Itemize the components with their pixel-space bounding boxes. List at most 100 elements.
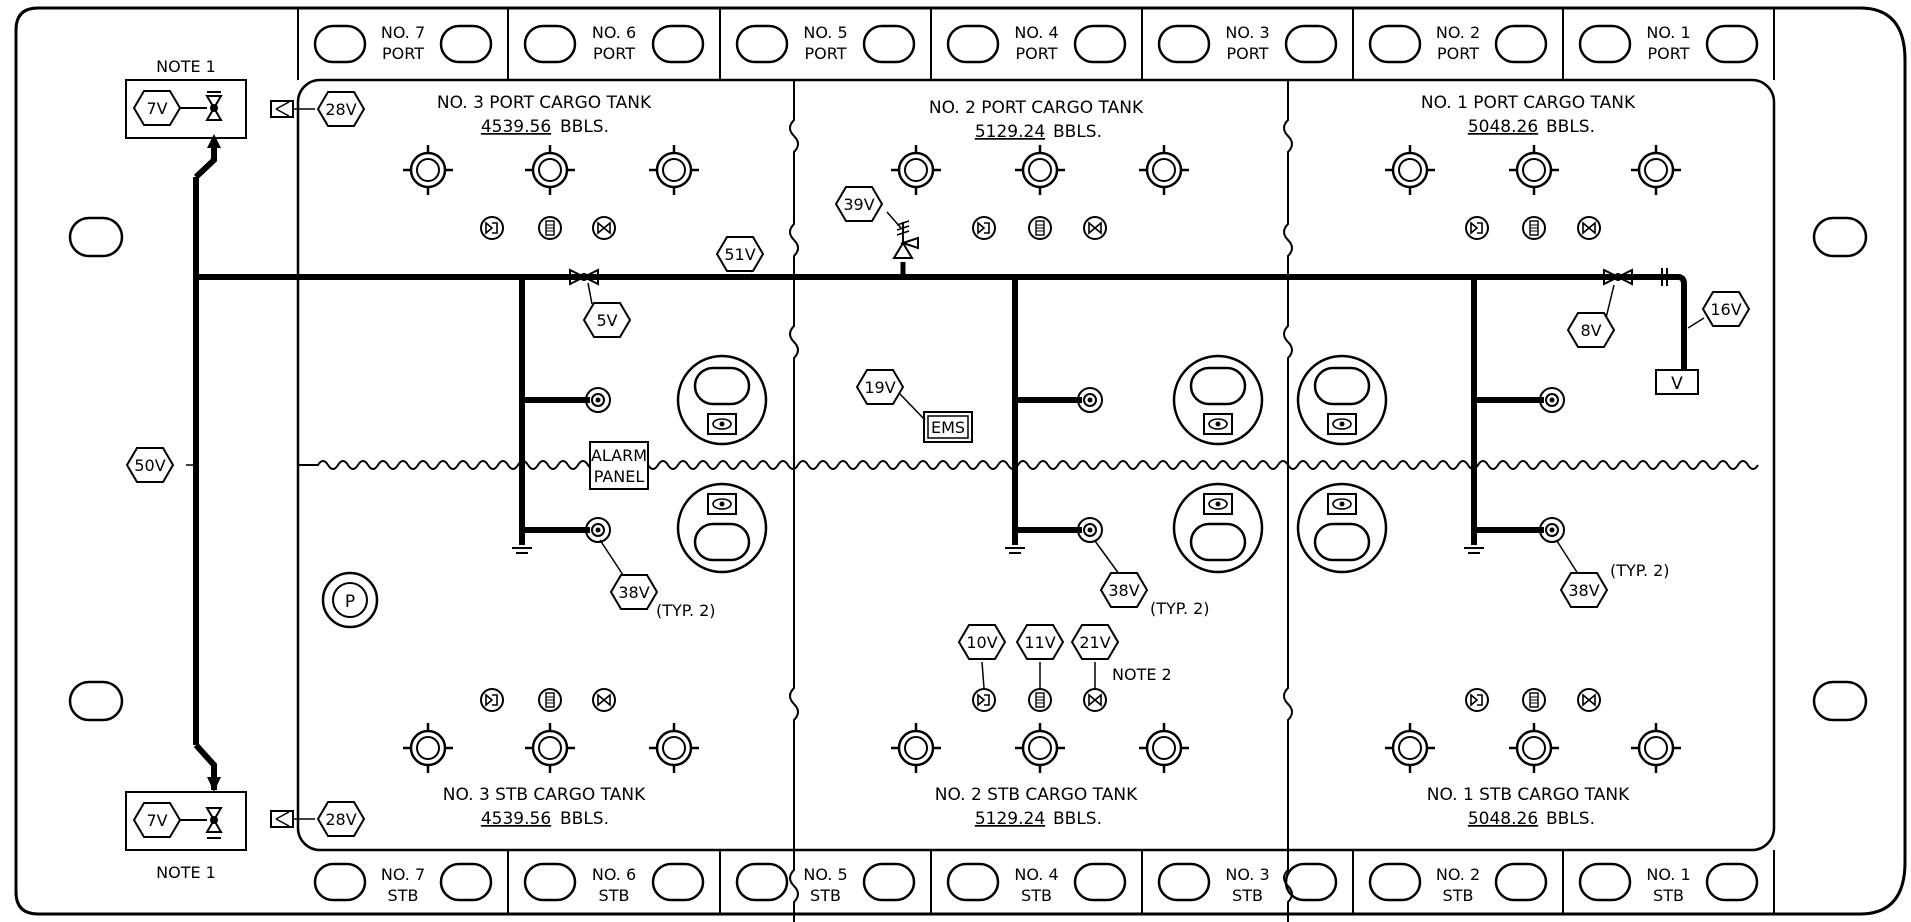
svg-text:BBLS.: BBLS. xyxy=(560,117,609,137)
ems-box: EMS xyxy=(923,411,973,443)
svg-text:5048.26: 5048.26 xyxy=(1468,809,1538,829)
top-bay-number: NO. 1 xyxy=(1646,23,1690,42)
svg-text:5129.24: 5129.24 xyxy=(975,809,1045,829)
bottom-bay-side: STB xyxy=(810,886,841,905)
top-bay-slot xyxy=(1284,24,1338,64)
hatch-row-stb xyxy=(401,721,1683,775)
mount-slot xyxy=(68,680,124,722)
speaker-icon xyxy=(270,810,315,828)
svg-text:BBLS.: BBLS. xyxy=(1053,122,1102,142)
tag-v28-bottom: 28V xyxy=(316,801,366,837)
alarm-panel-box: ALARM PANEL xyxy=(589,441,649,490)
tank-label-port3: NO. 3 PORT CARGO TANK 4539.56 BBLS. xyxy=(437,93,652,137)
bottom-bay-slot xyxy=(1705,862,1759,902)
svg-text:8V: 8V xyxy=(1580,321,1601,340)
mount-slot xyxy=(68,216,124,258)
bottom-bay-slot xyxy=(946,862,1000,902)
top-bay-slot xyxy=(862,24,916,64)
svg-text:5129.24: 5129.24 xyxy=(975,122,1045,142)
bottom-bay-slot xyxy=(862,862,916,902)
bottom-bay-number: NO. 2 xyxy=(1436,865,1480,884)
top-bay-side: PORT xyxy=(1016,44,1058,63)
sensor-row-stb xyxy=(480,688,1601,712)
valve-7v-bottom xyxy=(125,791,247,851)
bottom-bay-slot xyxy=(1494,862,1548,902)
top-bay-number: NO. 7 xyxy=(381,23,425,42)
svg-text:19V: 19V xyxy=(864,378,895,397)
top-bay-slot xyxy=(1368,24,1422,64)
tag-v50: 50V xyxy=(125,447,175,483)
svg-text:10V: 10V xyxy=(966,633,997,652)
svg-text:16V: 16V xyxy=(1710,300,1741,319)
svg-text:7V: 7V xyxy=(146,811,167,830)
svg-text:BBLS.: BBLS. xyxy=(1546,809,1595,829)
sensor-row-port xyxy=(480,216,1601,240)
bottom-bay: NO. 1 STB xyxy=(1578,850,1775,914)
svg-text:7V: 7V xyxy=(146,99,167,118)
centreline-divider xyxy=(298,460,1759,470)
tag-v28-top: 28V xyxy=(316,91,366,127)
bottom-bay-slot xyxy=(1368,862,1422,902)
tank-label-port1: NO. 1 PORT CARGO TANK 5048.26 BBLS. xyxy=(1421,93,1636,137)
bottom-bay-number: NO. 4 xyxy=(1014,865,1058,884)
bottom-bay-number: NO. 3 xyxy=(1225,865,1269,884)
svg-text:NO. 2 STB CARGO TANK: NO. 2 STB CARGO TANK xyxy=(935,785,1138,805)
mount-slot xyxy=(1812,216,1868,258)
bottom-bay: NO. 5 STB xyxy=(735,850,932,914)
vent-box: V xyxy=(1655,369,1699,395)
svg-text:BBLS.: BBLS. xyxy=(560,809,609,829)
top-bay-number: NO. 3 xyxy=(1225,23,1269,42)
top-bay-side: PORT xyxy=(1227,44,1269,63)
svg-text:38V: 38V xyxy=(618,583,649,602)
bottom-bay-side: STB xyxy=(599,886,630,905)
note1-bottom: NOTE 1 xyxy=(156,863,216,882)
mount-slot xyxy=(1812,680,1868,722)
svg-text:5048.26: 5048.26 xyxy=(1468,117,1538,137)
valve-7v-top xyxy=(125,79,247,139)
top-bay-slot xyxy=(1157,24,1211,64)
tag-v8: 8V xyxy=(1566,312,1616,348)
svg-text:BBLS.: BBLS. xyxy=(1546,117,1595,137)
tag-v38-a: 38V xyxy=(609,574,659,610)
valve-5v xyxy=(569,268,599,286)
tag-v5: 5V xyxy=(582,302,632,338)
tank-divider xyxy=(1283,80,1293,922)
bottom-bay-number: NO. 1 xyxy=(1646,865,1690,884)
outer-frame xyxy=(14,6,1907,916)
tag-v39: 39V xyxy=(834,186,884,222)
svg-text:NO. 3 STB CARGO TANK: NO. 3 STB CARGO TANK xyxy=(443,785,646,805)
svg-text:28V: 28V xyxy=(325,100,356,119)
top-bay-slot xyxy=(946,24,1000,64)
tag-v38-c: 38V xyxy=(1559,572,1609,608)
bottom-bay-number: NO. 5 xyxy=(803,865,847,884)
svg-text:4539.56: 4539.56 xyxy=(481,809,551,829)
bottom-bay-side: STB xyxy=(1232,886,1263,905)
svg-text:BBLS.: BBLS. xyxy=(1053,809,1102,829)
top-bay-slot xyxy=(313,24,367,64)
tag-v16: 16V xyxy=(1701,291,1751,327)
note2: NOTE 2 xyxy=(1112,665,1172,684)
bottom-bay-side: STB xyxy=(1653,886,1684,905)
tank-label-stb1: NO. 1 STB CARGO TANK 5048.26 BBLS. xyxy=(1427,785,1630,829)
p-symbol-label: P xyxy=(345,592,355,612)
svg-text:28V: 28V xyxy=(325,810,356,829)
tank-label-stb2: NO. 2 STB CARGO TANK 5129.24 BBLS. xyxy=(935,785,1138,829)
tank-label-stb3: NO. 3 STB CARGO TANK 4539.56 BBLS. xyxy=(443,785,646,829)
svg-text:50V: 50V xyxy=(134,456,165,475)
bottom-bay-slot xyxy=(651,862,705,902)
note1-top: NOTE 1 xyxy=(156,57,216,76)
top-bay-slot xyxy=(735,24,789,64)
svg-text:5V: 5V xyxy=(596,311,617,330)
valve-8v xyxy=(1603,268,1633,286)
top-bay-number: NO. 4 xyxy=(1014,23,1058,42)
bottom-bay-slot xyxy=(1073,862,1127,902)
tag-leaders xyxy=(186,211,1705,689)
